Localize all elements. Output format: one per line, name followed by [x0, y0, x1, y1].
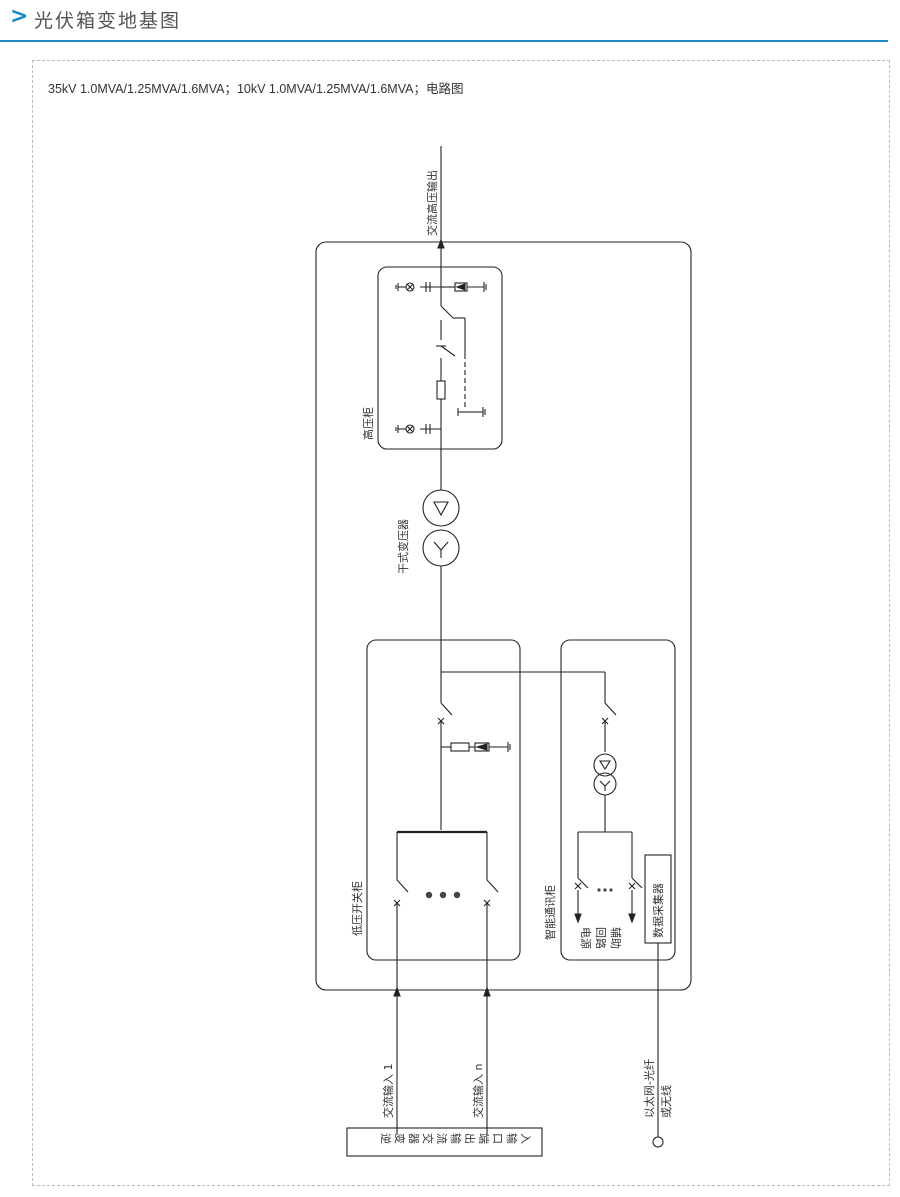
comm-cabinet-box: [560, 639, 676, 961]
hv-cabinet-label: 高压柜: [361, 407, 375, 440]
transformer-secondary-winding: [422, 529, 460, 567]
inverter-output-box: [346, 1127, 543, 1157]
lv-switch-cabinet-label: 低压开关柜: [350, 881, 364, 936]
inverter-output-char: 口: [491, 1133, 504, 1144]
page-header: > 光伏箱变地基图: [0, 0, 900, 44]
inverter-output-char: 器: [407, 1133, 420, 1144]
aux-third-label: 辅助: [609, 927, 623, 949]
box-enclosure: [315, 241, 692, 991]
transformer-primary-winding: [422, 489, 460, 527]
inverter-output-char: 变: [393, 1133, 407, 1144]
header-rule: [0, 40, 888, 42]
hv-cabinet-box: [377, 266, 503, 450]
or-wireless-label: 或无线: [659, 1085, 673, 1118]
page-title: 光伏箱变地基图: [34, 10, 182, 32]
lv-cabinet-box: [366, 639, 521, 961]
diagram-frame: [32, 60, 890, 1186]
smart-comm-cabinet-label: 智能通讯柜: [543, 885, 557, 940]
data-collector-label: 数据采集器: [651, 883, 665, 938]
diagram-subtitle: 35kV 1.0MVA/1.25MVA/1.6MVA；10kV 1.0MVA/1…: [48, 82, 464, 96]
inverter-output-char: 输: [449, 1133, 463, 1144]
inverter-output-char: 输: [505, 1133, 519, 1144]
inverter-output-char: 出: [463, 1133, 477, 1144]
inverter-output-char: 流: [435, 1133, 449, 1144]
aux-power-label: 电源: [579, 927, 593, 949]
ac-input-n-label: 交流输入 n: [471, 1064, 485, 1118]
inverter-output-char: 端: [477, 1133, 490, 1144]
chevron-right-icon: >: [10, 4, 29, 29]
comm-terminal-icon: [652, 1136, 664, 1148]
aux-circuit-label: 回路: [594, 927, 607, 949]
inverter-output-char: 逆: [379, 1133, 393, 1144]
ac-hv-output-label: 交流高压输出: [425, 170, 439, 236]
ethernet-fiber-label: 以太网-光纤: [642, 1059, 656, 1118]
ac-input-1-label: 交流输入 1: [381, 1064, 395, 1119]
dry-transformer-label: 干式变压器: [396, 519, 410, 574]
inverter-output-char: 交: [421, 1133, 435, 1144]
inverter-output-char: 入: [519, 1133, 532, 1144]
